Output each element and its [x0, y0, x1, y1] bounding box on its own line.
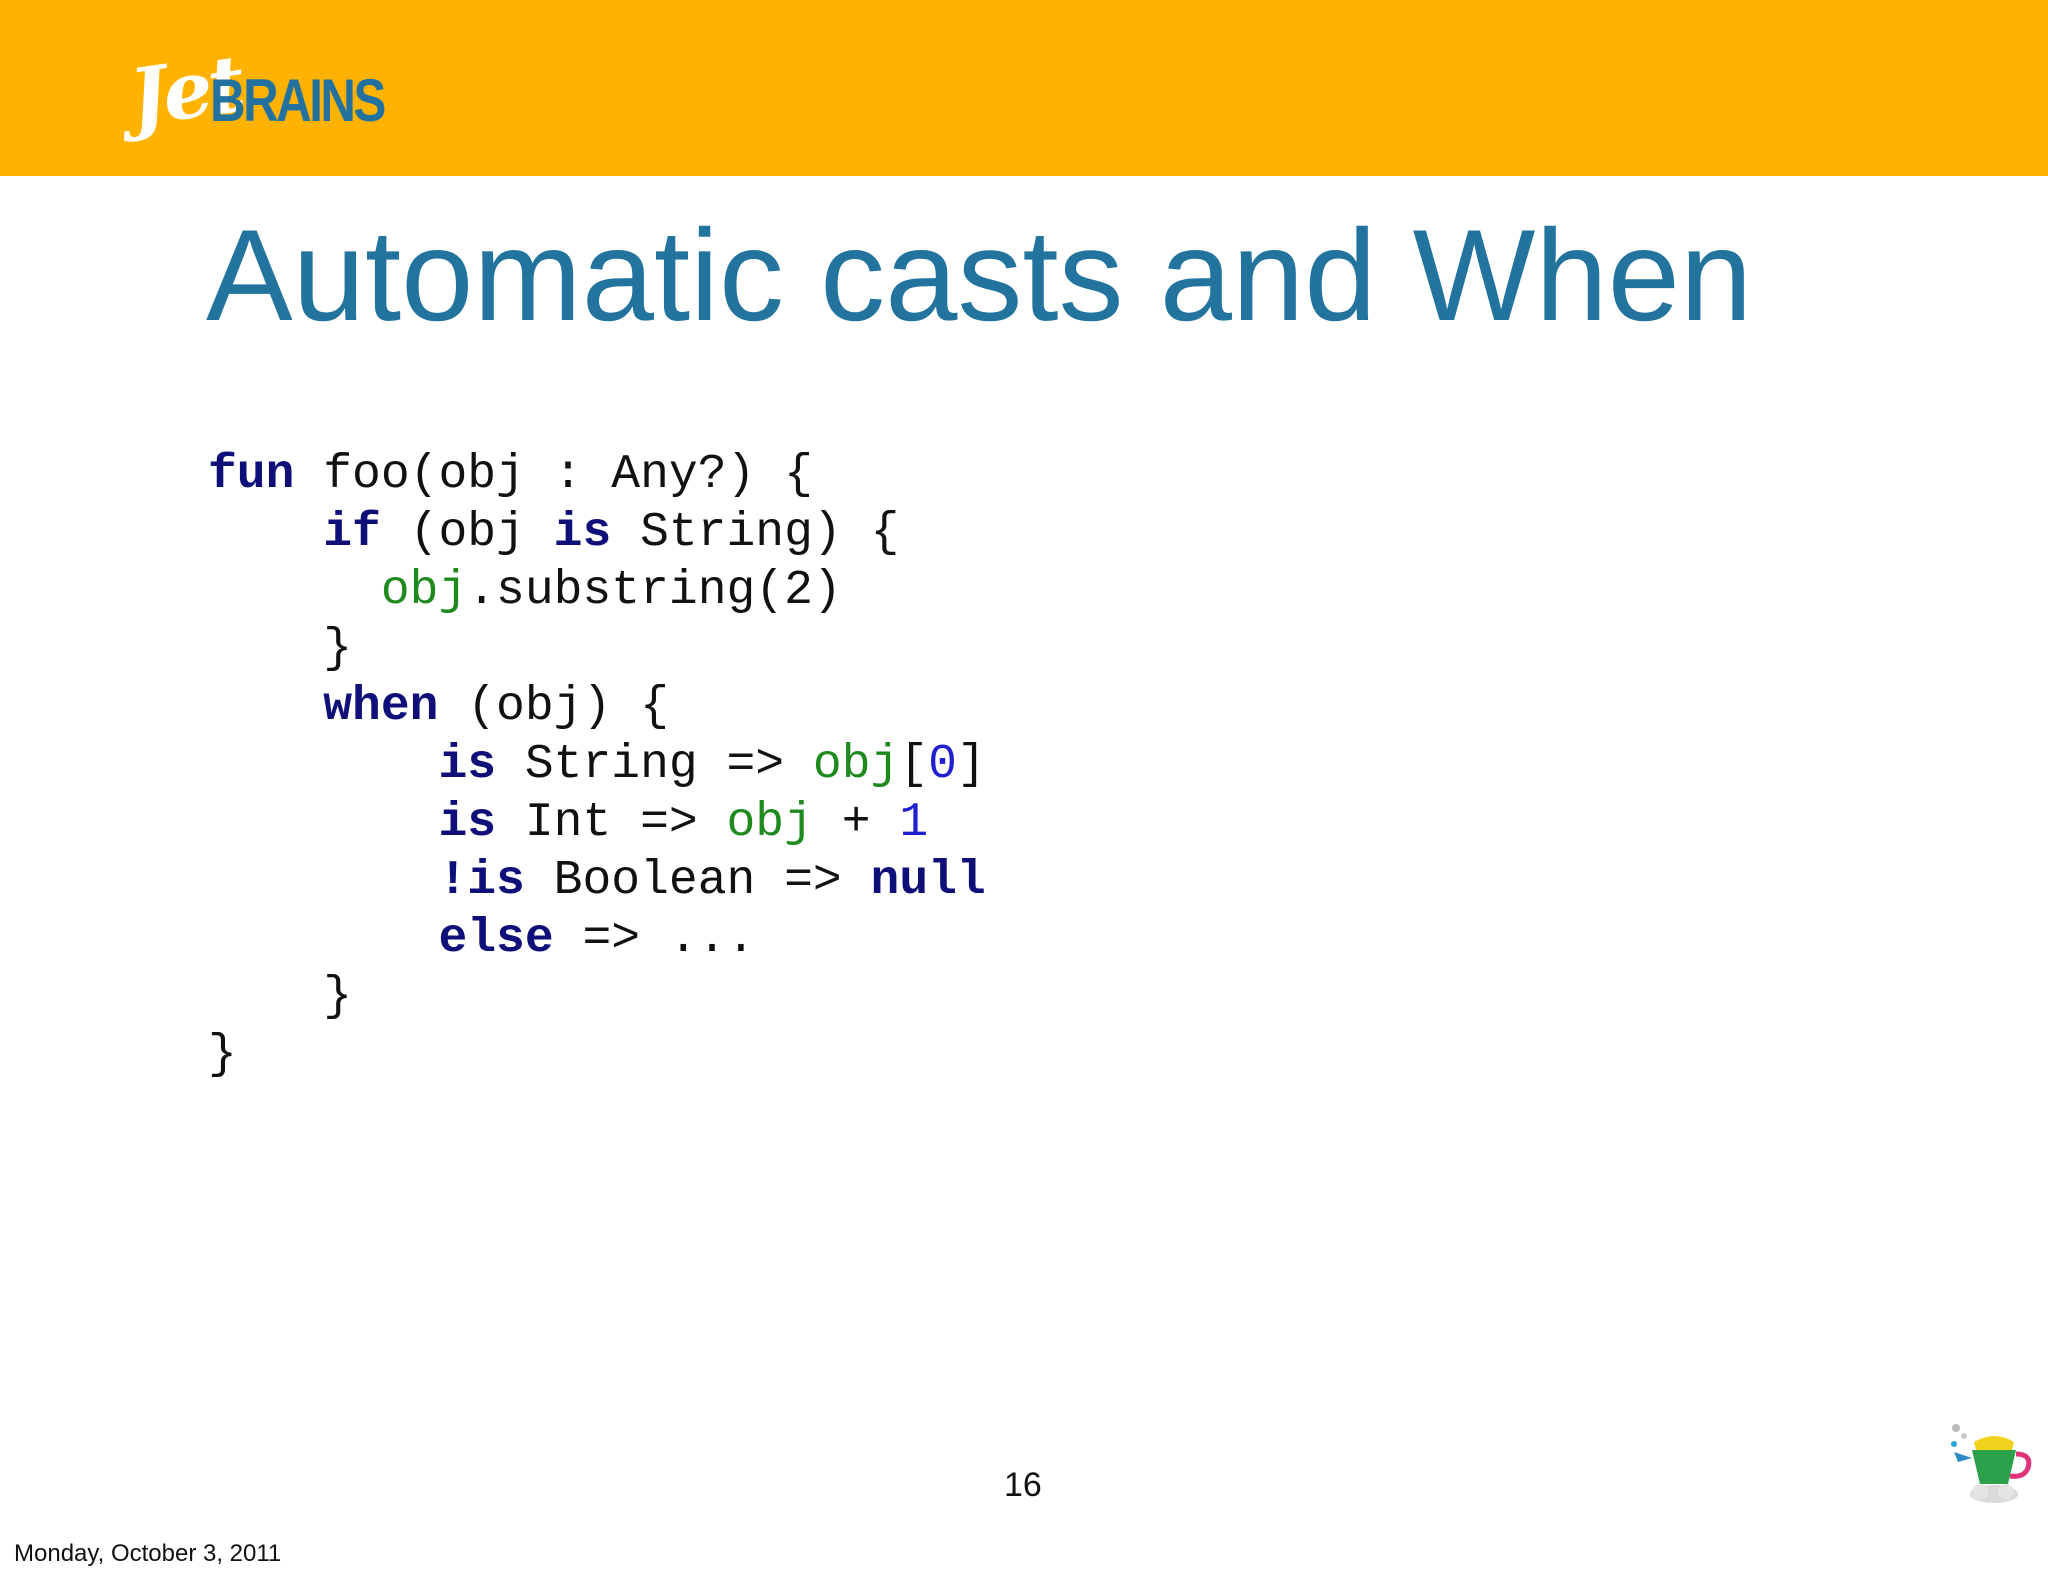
- code-text: [208, 796, 438, 850]
- code-block: fun foo(obj : Any?) { if (obj is String)…: [208, 446, 986, 1084]
- code-text: }: [208, 1028, 237, 1082]
- code-text: foo(obj : Any?) {: [294, 448, 813, 502]
- jetbrains-logo: Jet BRAINS: [124, 39, 400, 156]
- code-line: }: [208, 620, 986, 678]
- code-text: Boolean =>: [524, 854, 871, 908]
- page-number: 16: [1004, 1466, 1042, 1504]
- code-text: }: [208, 970, 353, 1024]
- code-identifier: obj: [726, 796, 813, 850]
- header-bar: Jet BRAINS: [0, 0, 2048, 176]
- code-keyword: else: [438, 912, 554, 966]
- code-line: }: [208, 968, 986, 1026]
- logo-brains-text: BRAINS: [210, 67, 386, 134]
- code-text: [: [899, 738, 929, 792]
- code-text: Int =>: [496, 796, 727, 850]
- code-text: +: [812, 796, 900, 850]
- code-text: => ...: [553, 912, 756, 966]
- kotlin-teapot-logo-icon: [1951, 1424, 2032, 1503]
- slide-date: Monday, October 3, 2011: [14, 1540, 282, 1567]
- code-keyword: is: [438, 796, 497, 850]
- code-text: [208, 854, 438, 908]
- code-keyword: if: [323, 506, 381, 560]
- code-text: [208, 680, 323, 734]
- code-keyword: is: [438, 738, 497, 792]
- code-line: else => ...: [208, 910, 986, 968]
- code-line: is Int => obj + 1: [208, 794, 986, 852]
- code-text: [208, 506, 323, 560]
- code-line: obj.substring(2): [208, 562, 986, 620]
- code-line: !is Boolean => null: [208, 852, 986, 910]
- code-identifier: obj: [380, 564, 468, 618]
- code-line: is String => obj[0]: [208, 736, 986, 794]
- code-line: }: [208, 1026, 986, 1084]
- code-text: }: [208, 622, 353, 676]
- code-text: [208, 912, 438, 966]
- code-text: ]: [956, 738, 986, 792]
- code-keyword: when: [323, 680, 439, 734]
- code-text: String =>: [496, 738, 813, 792]
- code-text: .substring(2): [467, 564, 842, 618]
- slide-title: Automatic casts and When: [206, 202, 1753, 348]
- code-line: when (obj) {: [208, 678, 986, 736]
- code-keyword: !is: [438, 854, 525, 908]
- code-text: [208, 564, 381, 618]
- code-keyword: fun: [208, 448, 295, 502]
- code-line: if (obj is String) {: [208, 504, 986, 562]
- code-keyword: is: [553, 506, 612, 560]
- code-keyword: null: [870, 854, 986, 908]
- code-text: (obj: [380, 506, 554, 560]
- code-text: (obj) {: [438, 680, 669, 734]
- code-text: String) {: [611, 506, 900, 560]
- code-identifier: obj: [812, 738, 900, 792]
- code-text: [208, 738, 438, 792]
- code-line: fun foo(obj : Any?) {: [208, 446, 986, 504]
- code-number: 1: [899, 796, 929, 850]
- code-number: 0: [928, 738, 957, 792]
